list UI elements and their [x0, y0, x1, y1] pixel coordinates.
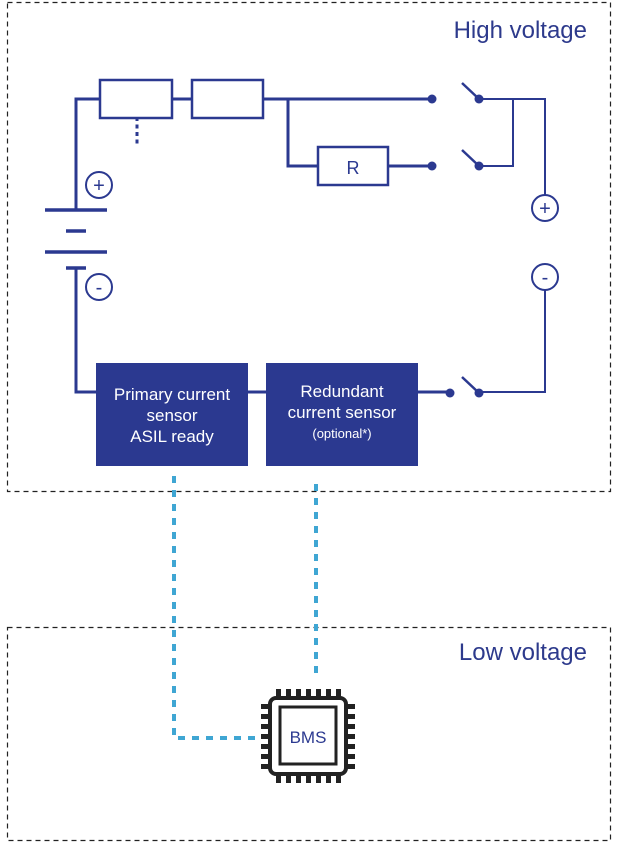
svg-text:sensor: sensor [146, 406, 197, 425]
high-voltage-zone [6, 1, 612, 493]
chip-pin [346, 724, 355, 729]
svg-text:current sensor: current sensor [288, 403, 397, 422]
main-negative-contactor [418, 376, 484, 398]
chip-pin [261, 714, 270, 719]
battery-minus-icon: - [85, 273, 113, 301]
chip-pin [346, 744, 355, 749]
chip-pin [346, 714, 355, 719]
chip-pin [306, 689, 311, 698]
chip-pin [326, 689, 331, 698]
wire-output-negative [480, 290, 546, 393]
chip-pin [261, 734, 270, 739]
resistor-label: R [347, 158, 360, 178]
chip-pin [286, 689, 291, 698]
primary-current-sensor: Primary current sensor ASIL ready [96, 363, 248, 466]
wire-precharge-branch [286, 99, 318, 168]
chip-pin [276, 774, 281, 783]
chip-pin [316, 689, 321, 698]
main-positive-contactor [427, 82, 484, 104]
fuse-box-2 [190, 78, 265, 120]
svg-text:(optional*): (optional*) [312, 426, 371, 441]
high-voltage-label: High voltage [454, 17, 587, 44]
low-voltage-zone [6, 626, 612, 842]
wire-precharge-join [480, 99, 514, 167]
fuse-box-1 [98, 78, 174, 120]
svg-text:-: - [542, 267, 549, 289]
contact-dot [427, 161, 437, 171]
chip-pin [316, 774, 321, 783]
switch-blade [461, 82, 480, 100]
precharge-contactor [427, 149, 484, 171]
chip-pin [346, 704, 355, 709]
contact-dot [427, 94, 437, 104]
battery-icon [45, 208, 107, 270]
svg-text:-: - [96, 277, 103, 299]
precharge-resistor [316, 145, 390, 187]
chip-pin [286, 774, 291, 783]
svg-text:Redundant: Redundant [300, 382, 383, 401]
svg-text:Primary current: Primary current [114, 385, 230, 404]
chip-pin [346, 734, 355, 739]
primary-sensor-signal-line [172, 476, 258, 740]
output-plus-icon: + [531, 194, 559, 222]
chip-pin [296, 774, 301, 783]
bms-label: BMS [290, 728, 327, 747]
battery-plus-icon: + [85, 171, 113, 199]
output-minus-icon: - [531, 263, 559, 291]
redundant-current-sensor: Redundant current sensor (optional*) [266, 363, 418, 466]
low-voltage-label: Low voltage [459, 639, 587, 666]
svg-text:+: + [93, 175, 105, 197]
wire-battery-negative [74, 268, 97, 394]
high-voltage-wiring [74, 97, 546, 394]
chip-pin [346, 754, 355, 759]
switch-blade [461, 376, 480, 394]
switch-blade [461, 149, 480, 167]
chip-pin [346, 764, 355, 769]
chip-pin [296, 689, 301, 698]
svg-text:+: + [539, 198, 551, 220]
signal-lines [172, 476, 318, 740]
chip-pin [336, 689, 341, 698]
chip-pin [261, 704, 270, 709]
bms-chip-icon: BMS [261, 689, 355, 783]
chip-pin [261, 744, 270, 749]
chip-pin [276, 689, 281, 698]
chip-pin [336, 774, 341, 783]
chip-pin [261, 724, 270, 729]
wire-output-positive [480, 98, 546, 195]
chip-pin [326, 774, 331, 783]
chip-pin [261, 764, 270, 769]
chip-pin [306, 774, 311, 783]
chip-pin [261, 754, 270, 759]
wire-battery-positive [74, 97, 100, 210]
svg-text:ASIL ready: ASIL ready [130, 427, 214, 446]
